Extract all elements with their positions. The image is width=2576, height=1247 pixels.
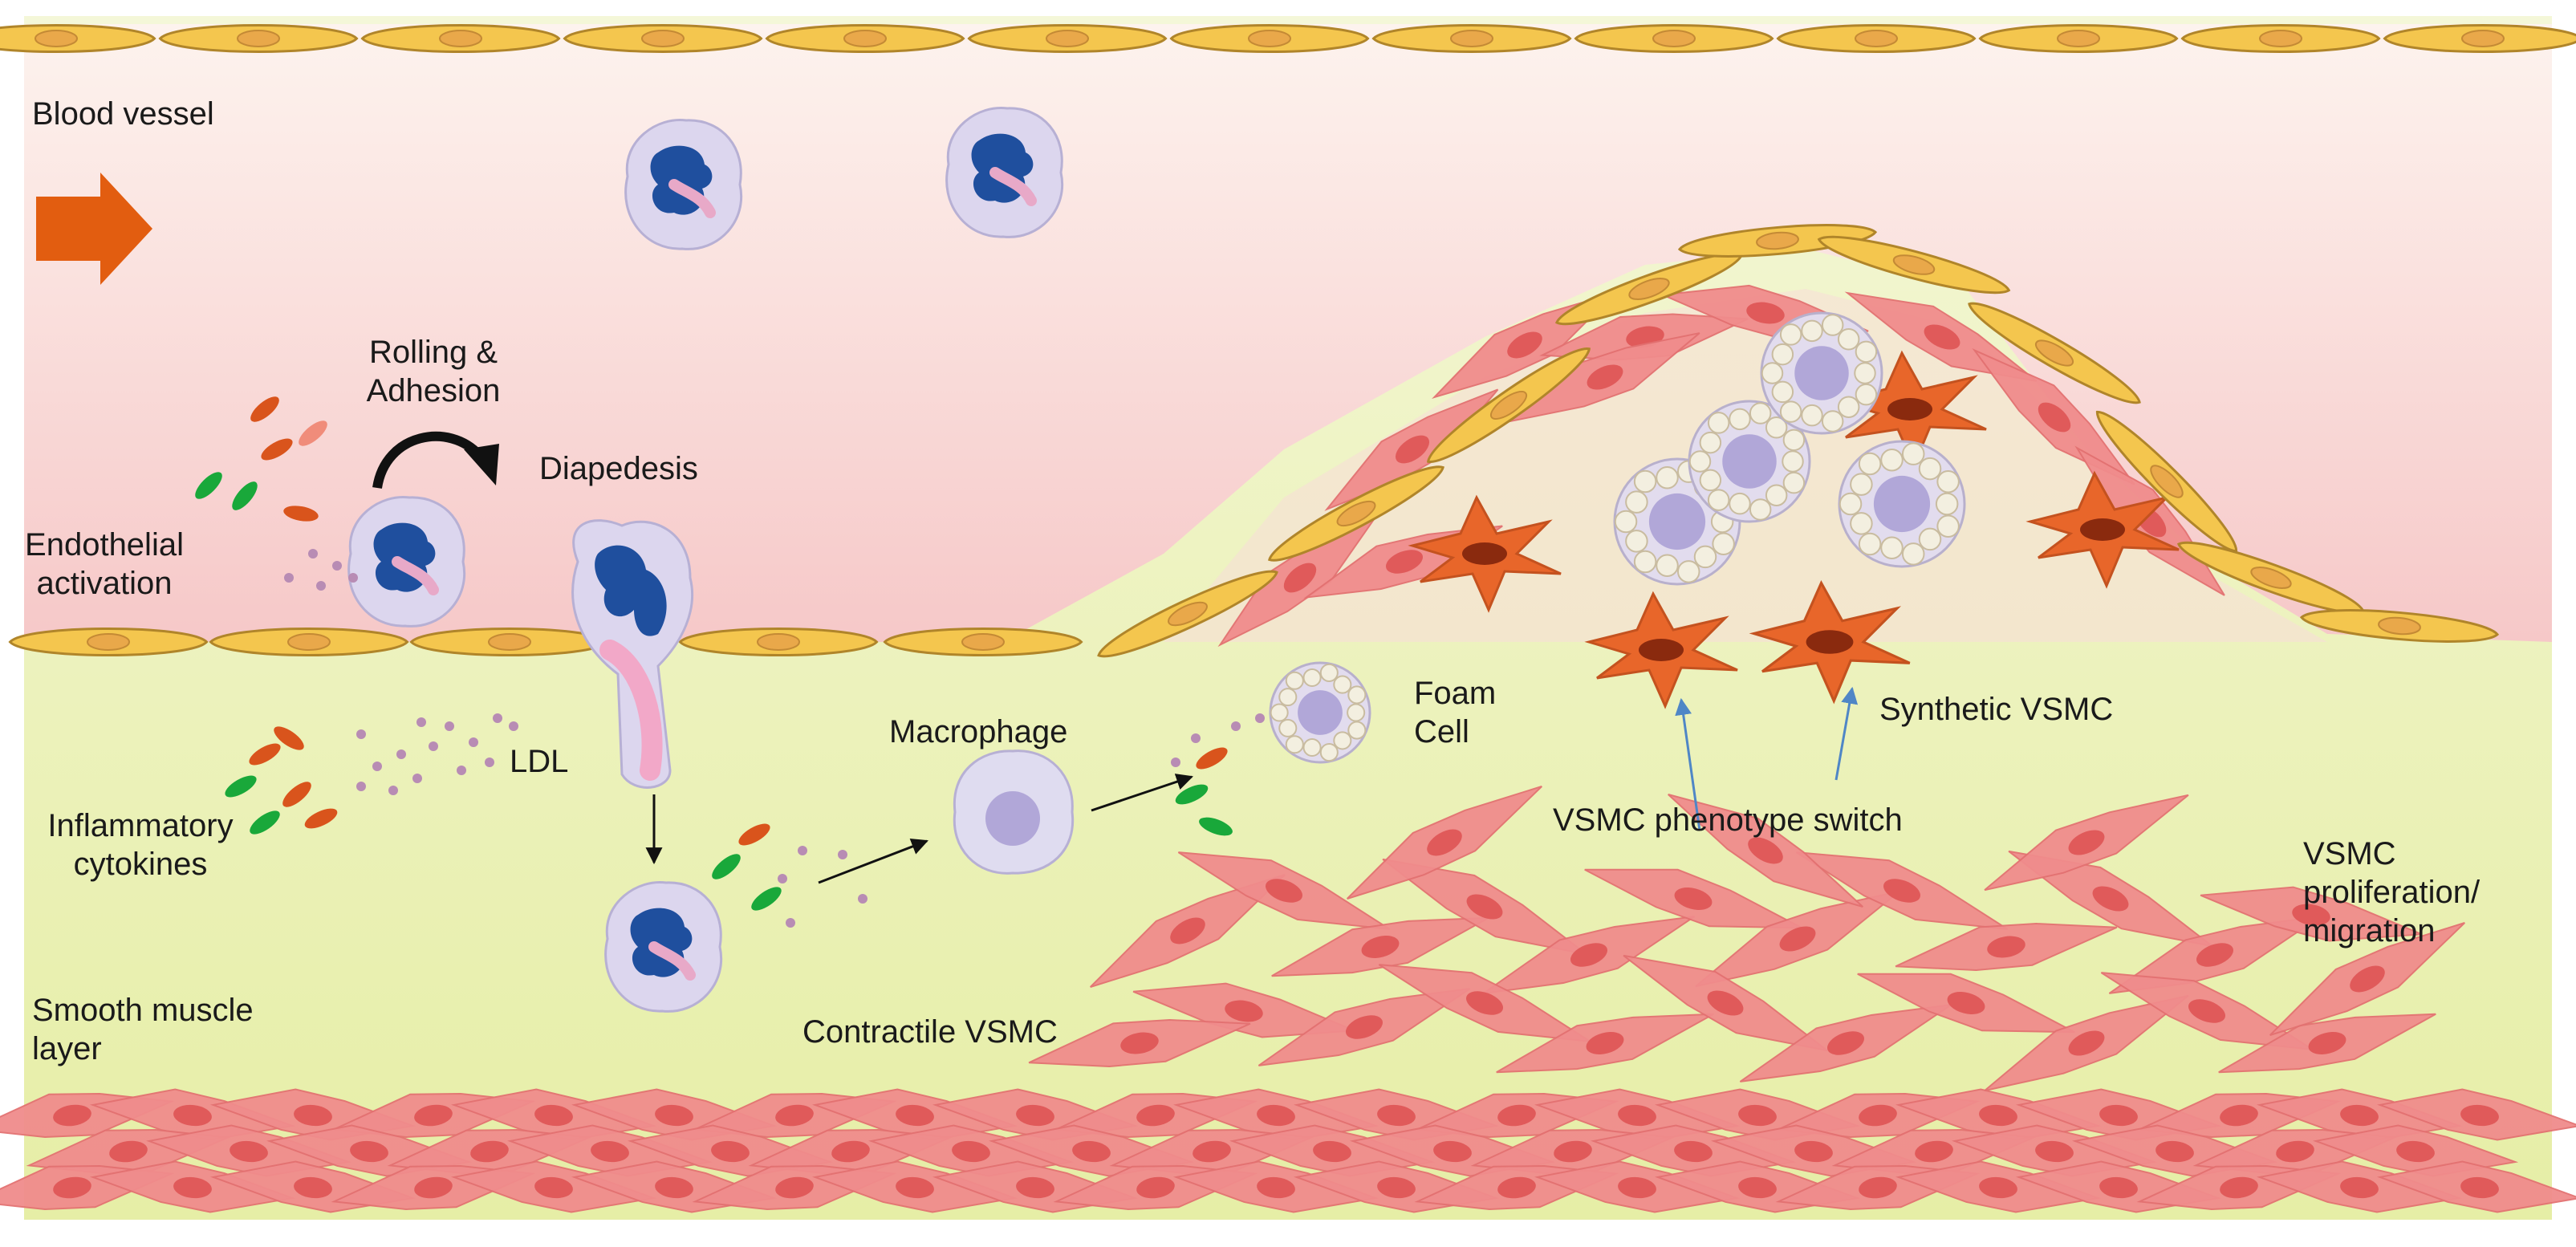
macrophage-cell bbox=[954, 751, 1072, 874]
label-smooth-muscle-layer: Smooth muscle layer bbox=[32, 991, 254, 1068]
label-macrophage: Macrophage bbox=[889, 713, 1067, 751]
ldl-particle bbox=[429, 741, 438, 751]
label-diapedesis: Diapedesis bbox=[539, 449, 698, 488]
ldl-particle bbox=[778, 874, 787, 883]
endothelial-cell bbox=[2183, 26, 2379, 52]
label-blood-vessel: Blood vessel bbox=[32, 95, 214, 133]
label-contractile-vsmc: Contractile VSMC bbox=[802, 1013, 1058, 1051]
endothelial-cell bbox=[363, 26, 559, 52]
ldl-particle bbox=[469, 737, 478, 747]
ldl-particle bbox=[445, 721, 454, 731]
leukocyte-cell bbox=[626, 120, 742, 249]
endothelial-cell bbox=[10, 629, 207, 656]
ldl-particle bbox=[316, 581, 326, 591]
ldl-particle bbox=[416, 717, 426, 727]
leukocyte-cell bbox=[947, 108, 1062, 237]
ldl-particle bbox=[1255, 713, 1265, 723]
ldl-particle bbox=[332, 561, 342, 571]
ldl-particle bbox=[388, 786, 398, 795]
endothelial-cell bbox=[1374, 26, 1570, 52]
ldl-particle bbox=[1191, 733, 1201, 743]
ldl-particle bbox=[412, 774, 422, 783]
endothelial-cell bbox=[412, 629, 608, 656]
leukocyte-cell bbox=[349, 497, 465, 626]
ldl-particle bbox=[372, 762, 382, 771]
foam-cell bbox=[1839, 441, 1965, 567]
ldl-particle bbox=[858, 894, 867, 904]
endothelial-cell bbox=[885, 629, 1082, 656]
ldl-particle bbox=[308, 549, 318, 559]
endothelial-cell bbox=[969, 26, 1166, 52]
label-phenotype-switch: VSMC phenotype switch bbox=[1553, 801, 1903, 839]
foam-cell bbox=[1270, 663, 1370, 762]
endothelial-cell bbox=[1172, 26, 1368, 52]
endothelial-cell bbox=[681, 629, 877, 656]
label-ldl: LDL bbox=[510, 742, 568, 781]
ldl-particle bbox=[485, 758, 494, 767]
label-foam-cell: Foam Cell bbox=[1414, 674, 1496, 751]
label-inflammatory-cytokines: Inflammatory cytokines bbox=[20, 806, 261, 883]
leukocyte-cell bbox=[606, 882, 721, 1011]
endothelial-cell bbox=[211, 629, 408, 656]
label-vsmc-proliferation-migration: VSMC proliferation/ migration bbox=[2303, 835, 2480, 950]
ldl-particle bbox=[457, 766, 466, 775]
ldl-particle bbox=[396, 749, 406, 759]
endothelial-cell bbox=[767, 26, 964, 52]
endothelial-cell bbox=[0, 26, 155, 52]
ldl-particle bbox=[838, 850, 847, 859]
endothelial-cell bbox=[2385, 26, 2576, 52]
endothelial-cell bbox=[1981, 26, 2177, 52]
label-endothelial-activation: Endothelial activation bbox=[8, 526, 201, 603]
ldl-particle bbox=[798, 846, 807, 855]
label-synthetic-vsmc: Synthetic VSMC bbox=[1879, 690, 2113, 729]
ldl-particle bbox=[356, 729, 366, 739]
ldl-particle bbox=[786, 918, 795, 928]
foam-cell bbox=[1761, 313, 1882, 433]
ldl-particle bbox=[1171, 758, 1180, 767]
endothelial-cell bbox=[565, 26, 762, 52]
ldl-particle bbox=[348, 573, 358, 583]
endothelial-cell bbox=[1778, 26, 1975, 52]
label-rolling-adhesion: Rolling & Adhesion bbox=[321, 333, 546, 410]
ldl-particle bbox=[493, 713, 502, 723]
ldl-particle bbox=[1231, 721, 1241, 731]
endothelial-cell bbox=[160, 26, 357, 52]
ldl-particle bbox=[509, 721, 518, 731]
ldl-particle bbox=[356, 782, 366, 791]
ldl-particle bbox=[284, 573, 294, 583]
endothelial-cell bbox=[1576, 26, 1773, 52]
